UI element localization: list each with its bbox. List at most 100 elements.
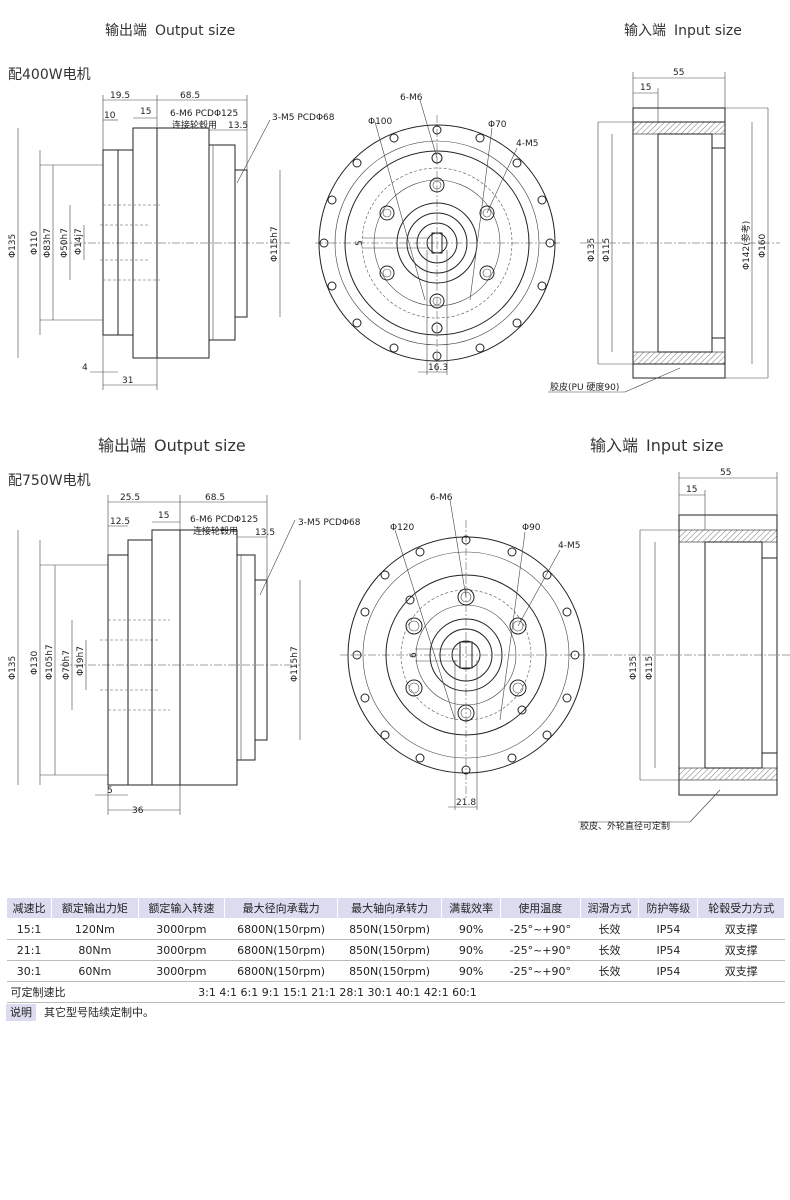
custom-ratio-values: 3:1 4:1 6:1 9:1 15:1 21:1 28:1 30:1 40:1… [138, 981, 785, 1003]
spec-table: 减速比 额定输出力矩 额定输入转速 最大径向承载力 最大轴向承转力 满载效率 使… [5, 897, 785, 1003]
motor-label-400w: 配400W电机 [8, 67, 91, 83]
table-cell: 长效 [580, 960, 639, 982]
dim-31: 31 [122, 376, 133, 386]
table-cell: 90% [441, 960, 501, 982]
table-cell: -25°~+90° [500, 960, 581, 982]
input-view-400w: 55 15 Φ135 Φ115 Φ142(参考) Φ160 胶皮(PU 硬度90… [548, 68, 780, 393]
dim-front-4m5: 4-M5 [516, 139, 538, 149]
dim-13-5: 13.5 [228, 121, 248, 131]
dim-input-55: 55 [673, 68, 684, 78]
dim-phi110: Φ110 [30, 230, 40, 255]
dim2-front-phi120: Φ120 [390, 523, 415, 533]
table-cell: IP54 [638, 960, 698, 982]
dim2-68-5: 68.5 [205, 493, 225, 503]
dim2-phi135: Φ135 [8, 656, 18, 680]
table-cell: 80Nm [51, 939, 139, 961]
table-cell: 3000rpm [138, 939, 225, 961]
dim2-13-5: 13.5 [255, 528, 275, 538]
table-cell: 21:1 [6, 939, 52, 961]
dim-phi135: Φ135 [8, 234, 18, 258]
dim-front-5: 5 [355, 240, 365, 246]
dim-phi115: Φ115h7 [270, 226, 280, 262]
dim-input-phi142: Φ142(参考) [740, 221, 752, 270]
dim2-phi130: Φ130 [30, 650, 40, 675]
dim2-6m6-pcd: 6-M6 PCDΦ125 [190, 515, 258, 525]
dim-3m5-pcd: 3-M5 PCDΦ68 [272, 113, 335, 123]
dim2-hub-label: 连接轮毂用 [193, 525, 238, 537]
dim-10: 10 [104, 111, 116, 121]
table-cell: 双支撑 [697, 918, 785, 940]
dim2-12-5: 12.5 [110, 517, 130, 527]
dim2-front-6m6: 6-M6 [430, 493, 453, 503]
dim-hub-label: 连接轮毂用 [172, 119, 217, 131]
table-cell: 6800N(150rpm) [224, 960, 338, 982]
table-cell: 6800N(150rpm) [224, 918, 338, 940]
input-note-400w: 胶皮(PU 硬度90) [550, 381, 619, 393]
col-lubrication: 润滑方式 [579, 897, 640, 919]
dim2-front-6: 6 [409, 652, 419, 658]
table-cell: 90% [441, 939, 501, 961]
dim-6m6-pcd: 6-M6 PCDΦ125 [170, 109, 238, 119]
table-cell: 850N(150rpm) [337, 939, 442, 961]
table-cell: -25°~+90° [500, 939, 581, 961]
dim-19-5: 19.5 [110, 91, 130, 101]
bolt-holes-inner-750w [405, 588, 527, 722]
dim-front-6m6: 6-M6 [400, 93, 423, 103]
col-max-radial: 最大径向承载力 [224, 897, 339, 919]
dim-input-phi160: Φ160 [758, 233, 768, 258]
motor-label-750w: 配750W电机 [8, 473, 91, 489]
col-ratio: 减速比 [5, 897, 53, 919]
col-max-axial: 最大轴向承转力 [337, 897, 443, 919]
dim-68-5: 68.5 [180, 91, 200, 101]
table-cell: 6800N(150rpm) [224, 939, 338, 961]
table-cell: IP54 [638, 918, 698, 940]
dim2-input-phi115: Φ115 [645, 656, 655, 680]
col-rated-speed: 额定输入转速 [137, 897, 226, 919]
table-row: 21:1 80Nm 3000rpm 6800N(150rpm) 850N(150… [6, 939, 785, 961]
table-cell: 双支撑 [697, 960, 785, 982]
table-cell: 3000rpm [138, 918, 225, 940]
side-view-400w: 19.5 68.5 10 15 6-M6 PCDΦ125 连接轮毂用 13.5 … [8, 91, 335, 390]
note: 说明其它型号陆续定制中。 [6, 1004, 154, 1021]
dim2-front-phi90: Φ90 [522, 523, 541, 533]
dim2-front-4m5: 4-M5 [558, 541, 580, 551]
dim2-input-phi135: Φ135 [629, 656, 639, 680]
table-row: 30:1 60Nm 3000rpm 6800N(150rpm) 850N(150… [6, 960, 785, 982]
dim-15: 15 [140, 107, 151, 117]
col-rated-torque: 额定输出力矩 [51, 897, 139, 919]
table-cell: 120Nm [51, 918, 139, 940]
dim2-15: 15 [158, 511, 169, 521]
table-cell: IP54 [638, 939, 698, 961]
table-cell: 长效 [580, 939, 639, 961]
input-note-750w: 胶皮、外轮直径可定制 [580, 820, 670, 832]
dim2-phi105: Φ105h7 [45, 644, 55, 680]
dim2-phi70: Φ70h7 [62, 650, 72, 680]
dim2-input-55: 55 [720, 468, 731, 478]
col-temperature: 使用温度 [500, 897, 581, 919]
dim2-3m5-pcd: 3-M5 PCDΦ68 [298, 518, 361, 528]
dim-phi14: Φ14j7 [74, 228, 84, 255]
table-cell: 850N(150rpm) [337, 960, 442, 982]
bolt-holes-outer-750w [352, 535, 580, 775]
dim-front-phi70: Φ70 [488, 120, 507, 130]
bolt-holes-outer-400w [319, 125, 555, 361]
table-cell: 30:1 [6, 960, 52, 982]
dim-front-phi100: Φ100 [368, 117, 393, 127]
table-cell: 3000rpm [138, 960, 225, 982]
dim-input-phi135: Φ135 [587, 238, 597, 262]
table-cell: 双支撑 [697, 939, 785, 961]
note-text: 其它型号陆续定制中。 [44, 1006, 154, 1019]
dim-front-16-3: 16.3 [428, 363, 448, 373]
table-cell: 850N(150rpm) [337, 918, 442, 940]
bolt-holes-inner-400w [379, 152, 495, 334]
col-protection: 防护等级 [638, 897, 699, 919]
dim-phi83: Φ83h7 [43, 228, 53, 258]
dim2-5: 5 [107, 786, 113, 796]
dim2-36: 36 [132, 806, 144, 816]
dim-input-15: 15 [640, 83, 651, 93]
dim2-phi19: Φ19h7 [76, 646, 86, 676]
